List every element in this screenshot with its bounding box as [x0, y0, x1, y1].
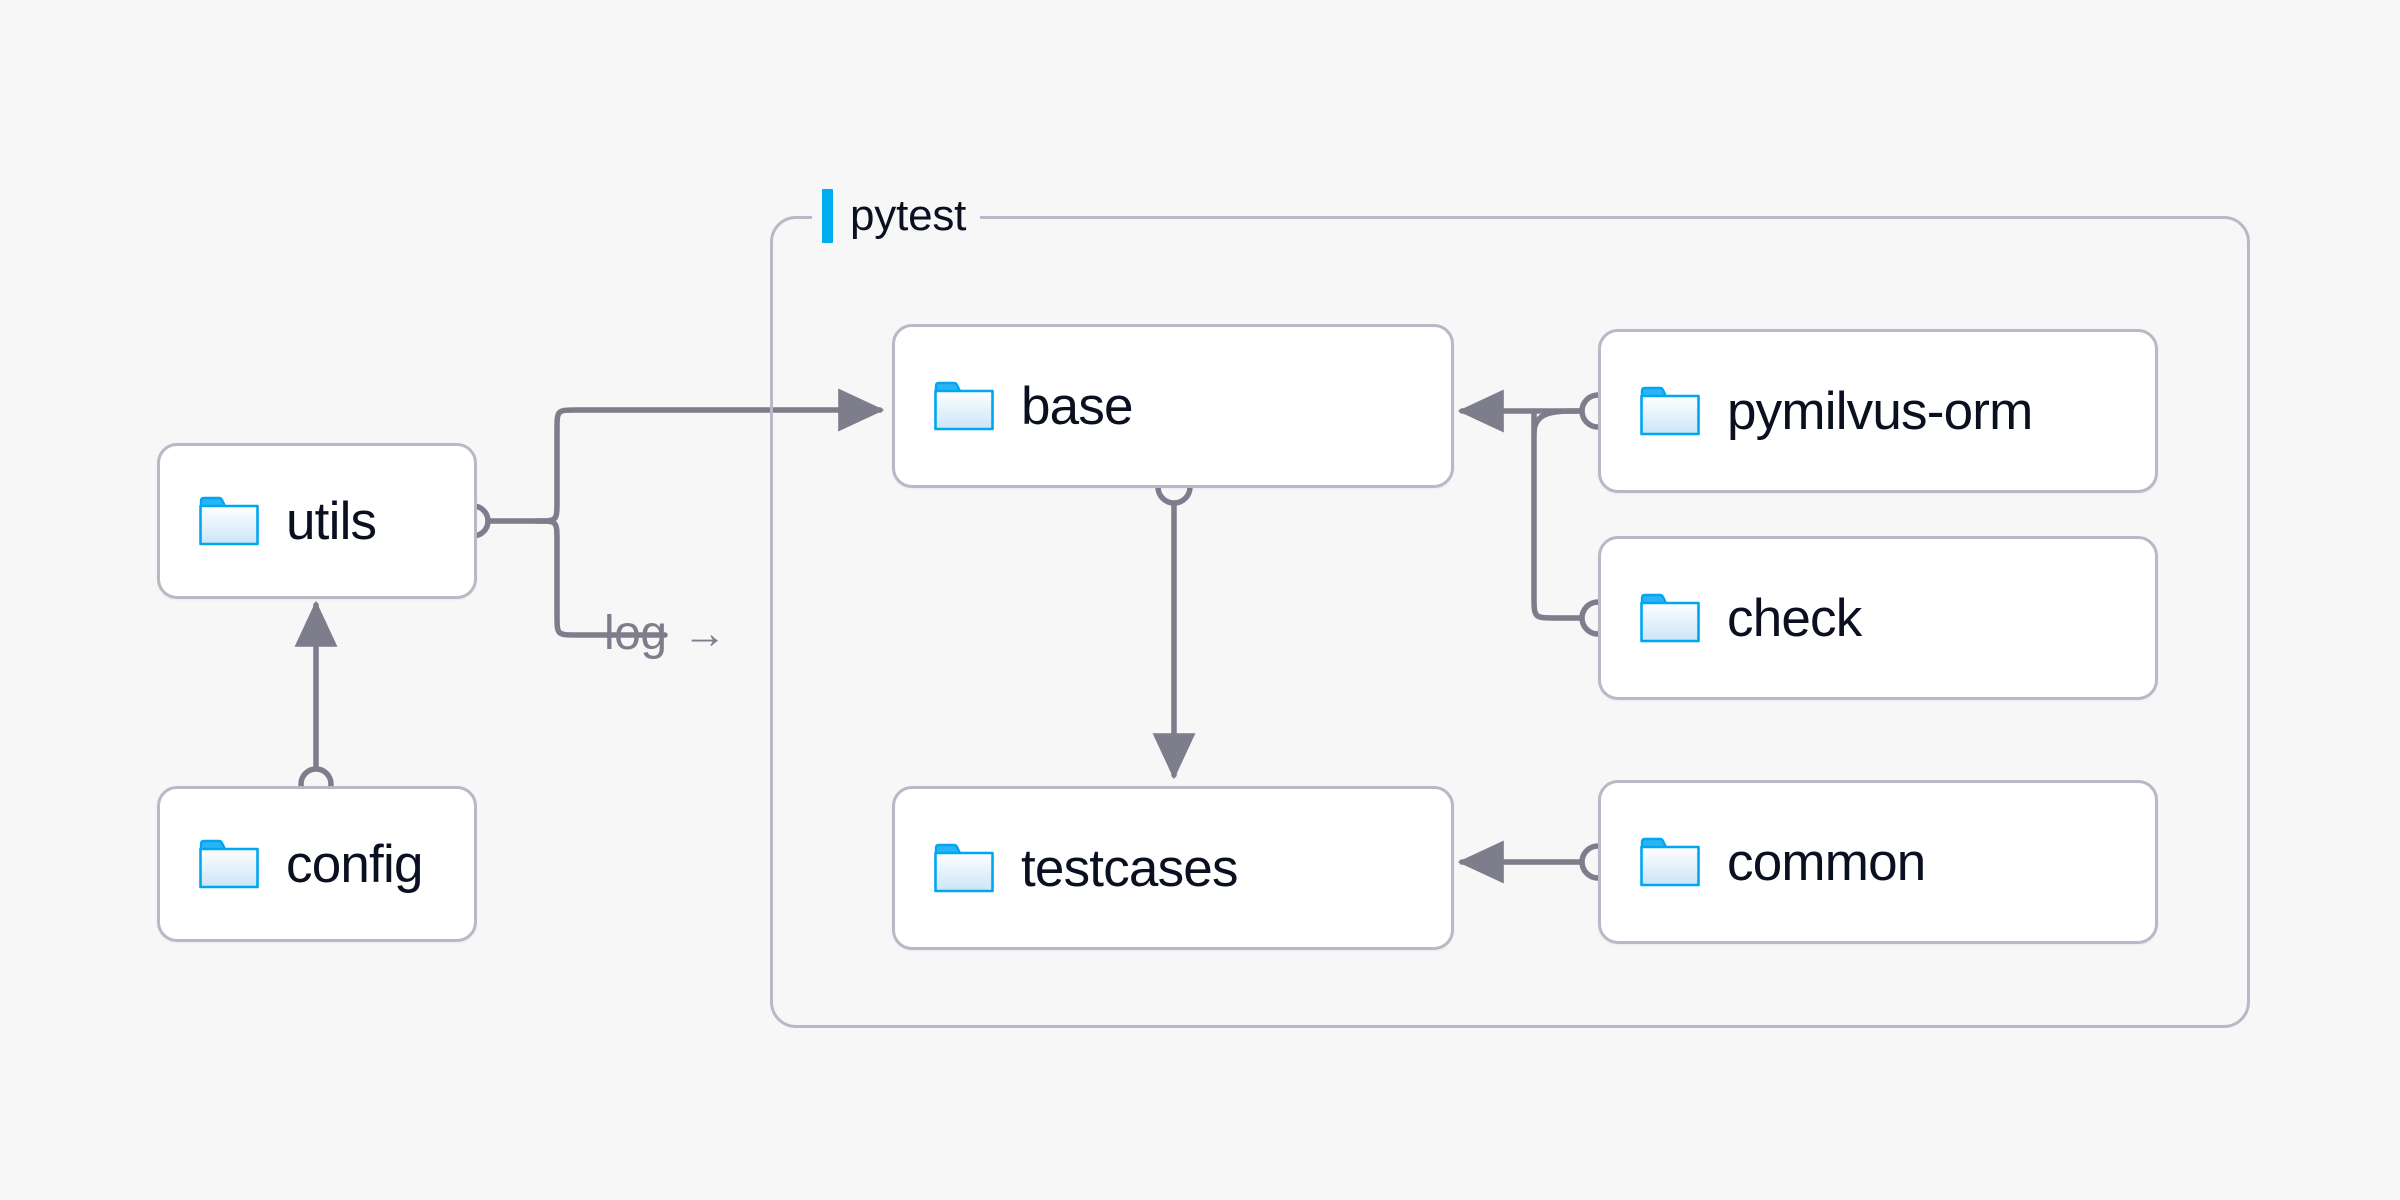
- node-pymilvus-orm[interactable]: pymilvus-orm: [1598, 329, 2158, 493]
- pytest-group-label-text: pytest: [850, 191, 967, 240]
- node-common[interactable]: common: [1598, 780, 2158, 944]
- folder-icon: [1640, 386, 1700, 436]
- node-check[interactable]: check: [1598, 536, 2158, 700]
- pytest-accent-bar: [822, 189, 833, 243]
- edge-label-log-text: log: [604, 607, 667, 660]
- edge-config-to-utils: [294, 600, 338, 802]
- node-utils-label: utils: [286, 491, 377, 551]
- folder-icon: [1640, 593, 1700, 643]
- node-base[interactable]: base: [892, 324, 1454, 488]
- pytest-group-container: [770, 216, 2250, 1028]
- node-common-label: common: [1727, 832, 1926, 892]
- node-config-label: config: [286, 834, 423, 894]
- edge-label-log: log →: [604, 607, 727, 660]
- folder-icon: [934, 381, 994, 431]
- node-pymilvus-orm-label: pymilvus-orm: [1727, 381, 2033, 441]
- node-testcases[interactable]: testcases: [892, 786, 1454, 950]
- folder-icon: [1640, 837, 1700, 887]
- node-check-label: check: [1727, 588, 1862, 648]
- folder-icon: [199, 496, 259, 546]
- pytest-group-label: pytest: [812, 189, 981, 243]
- node-testcases-label: testcases: [1021, 838, 1238, 898]
- node-config[interactable]: config: [157, 786, 477, 942]
- folder-icon: [199, 839, 259, 889]
- folder-icon: [934, 843, 994, 893]
- arrow-right-icon: →: [682, 609, 727, 658]
- node-utils[interactable]: utils: [157, 443, 477, 599]
- node-base-label: base: [1021, 376, 1134, 436]
